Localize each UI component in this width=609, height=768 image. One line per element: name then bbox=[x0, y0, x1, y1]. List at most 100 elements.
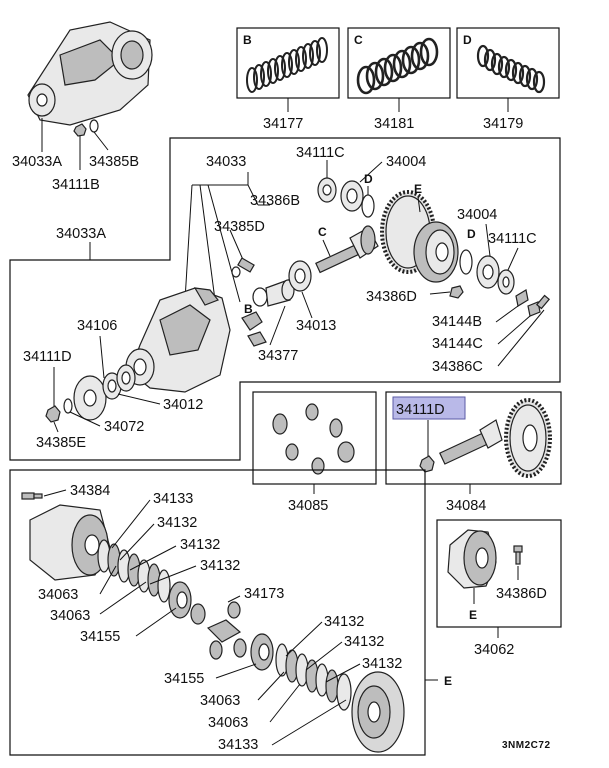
bolt-34386c-icon bbox=[535, 294, 551, 310]
part-label-34084[interactable]: 34084 bbox=[446, 498, 486, 514]
part-label-34385e[interactable]: 34385E bbox=[36, 435, 86, 451]
part-label-34111c-top[interactable]: 34111C bbox=[296, 145, 345, 161]
clip-b-icon bbox=[241, 311, 267, 347]
part-label-34132-f[interactable]: 34132 bbox=[362, 656, 402, 672]
part-label-34033[interactable]: 34033 bbox=[206, 154, 246, 170]
spring-b-icon bbox=[246, 37, 328, 93]
part-label-34386d-box[interactable]: 34386D bbox=[496, 586, 547, 602]
shim-d-right-icon bbox=[459, 249, 473, 275]
part-label-34033a-side[interactable]: 34033A bbox=[56, 226, 106, 242]
part-label-34033a-top[interactable]: 34033A bbox=[12, 154, 62, 170]
part-label-34063-b[interactable]: 34063 bbox=[50, 608, 90, 624]
part-label-34377[interactable]: 34377 bbox=[258, 348, 298, 364]
pinion-gears-icon bbox=[272, 403, 355, 475]
letter-d-right-label: D bbox=[467, 227, 476, 241]
diff-case-box bbox=[436, 519, 562, 628]
letter-e-top-label: E bbox=[414, 182, 422, 196]
part-label-34072[interactable]: 34072 bbox=[104, 419, 144, 435]
part-label-34181[interactable]: 34181 bbox=[374, 116, 414, 132]
part-label-34132-e[interactable]: 34132 bbox=[344, 634, 384, 650]
pinion-gear-icon bbox=[315, 225, 379, 274]
spring-d-icon bbox=[476, 44, 546, 94]
nut-34111b-icon bbox=[73, 123, 87, 137]
part-label-34386d-mid[interactable]: 34386D bbox=[366, 289, 417, 305]
nut-34111d-left-icon bbox=[45, 405, 61, 423]
part-label-34004-top[interactable]: 34004 bbox=[386, 154, 426, 170]
part-label-34179[interactable]: 34179 bbox=[483, 116, 523, 132]
part-label-34386b[interactable]: 34386B bbox=[250, 193, 300, 209]
part-label-34173[interactable]: 34173 bbox=[244, 586, 284, 602]
bearing-34111c-right-icon bbox=[497, 269, 515, 295]
spider-gears-icon bbox=[190, 601, 247, 660]
carrier-assembly-icon bbox=[27, 21, 153, 126]
spring-box-b[interactable]: B bbox=[236, 27, 340, 99]
washer-34072-icon bbox=[63, 398, 73, 414]
bolt-34386d-box-icon bbox=[513, 545, 523, 565]
carrier-housing-icon bbox=[125, 287, 231, 393]
lsd-assembly-frame bbox=[9, 469, 426, 756]
pressure-ring-34155-a-icon bbox=[168, 581, 192, 619]
part-label-34111c-right[interactable]: 34111C bbox=[488, 231, 537, 247]
washer-34385b-icon bbox=[89, 119, 99, 133]
part-label-34144c[interactable]: 34144C bbox=[432, 336, 483, 352]
part-label-34132-c[interactable]: 34132 bbox=[200, 558, 240, 574]
part-label-34062[interactable]: 34062 bbox=[474, 642, 514, 658]
bearing-34004-right-icon bbox=[476, 255, 500, 289]
part-label-34106[interactable]: 34106 bbox=[77, 318, 117, 334]
part-label-34013[interactable]: 34013 bbox=[296, 318, 336, 334]
part-label-34063-d[interactable]: 34063 bbox=[208, 715, 248, 731]
bolt-34386b-icon bbox=[231, 257, 255, 278]
letter-e-box-label: E bbox=[469, 608, 477, 622]
spring-box-c[interactable]: C bbox=[347, 27, 451, 99]
pressure-ring-34155-b-icon bbox=[250, 633, 274, 671]
companion-flange-34106-icon bbox=[73, 375, 107, 421]
part-label-34144b[interactable]: 34144B bbox=[432, 314, 482, 330]
oil-seal-34012-icon bbox=[102, 364, 136, 400]
bolt-34384-icon bbox=[21, 492, 43, 500]
part-label-34155-b[interactable]: 34155 bbox=[164, 671, 204, 687]
bearing-34013-icon bbox=[288, 260, 312, 292]
part-label-34063-a[interactable]: 34063 bbox=[38, 587, 78, 603]
bearing-34004-top-icon bbox=[340, 180, 364, 212]
bolt-34386d-mid-icon bbox=[449, 285, 464, 299]
letter-e-bottom-label: E bbox=[444, 674, 452, 688]
lock-plate-34144b-icon bbox=[515, 289, 529, 307]
part-label-34155-a[interactable]: 34155 bbox=[80, 629, 120, 645]
part-label-34111b[interactable]: 34111B bbox=[52, 177, 100, 193]
part-label-34063-c[interactable]: 34063 bbox=[200, 693, 240, 709]
letter-d-top-label: D bbox=[364, 172, 373, 186]
part-label-34132-b[interactable]: 34132 bbox=[180, 537, 220, 553]
ring-pinion-icon bbox=[439, 398, 552, 478]
main-assembly-frame bbox=[9, 137, 561, 461]
sleeve-34377-icon bbox=[252, 279, 295, 307]
ring-pinion-box bbox=[385, 391, 562, 485]
diff-case-icon bbox=[413, 221, 459, 283]
part-label-34386c[interactable]: 34386C bbox=[432, 359, 483, 375]
part-label-34133-a[interactable]: 34133 bbox=[153, 491, 193, 507]
highlight-34111d[interactable] bbox=[392, 396, 466, 420]
diagram-code: 3NM2C72 bbox=[502, 740, 551, 751]
part-label-34111d-highlighted[interactable]: 34111D bbox=[396, 402, 445, 418]
part-label-34004-right[interactable]: 34004 bbox=[457, 207, 497, 223]
box-letter-c: C bbox=[354, 33, 363, 47]
letter-c-label: C bbox=[318, 225, 327, 239]
spring-c-icon bbox=[356, 37, 439, 95]
lsd-case-left-icon bbox=[29, 504, 111, 581]
part-label-34132-d[interactable]: 34132 bbox=[324, 614, 364, 630]
part-label-34385b[interactable]: 34385B bbox=[89, 154, 139, 170]
part-label-34085[interactable]: 34085 bbox=[288, 498, 328, 514]
part-label-34384[interactable]: 34384 bbox=[70, 483, 110, 499]
part-label-34177[interactable]: 34177 bbox=[263, 116, 303, 132]
box-letter-b: B bbox=[243, 33, 252, 47]
diff-case-34062-icon bbox=[447, 529, 497, 589]
part-label-34132-a[interactable]: 34132 bbox=[157, 515, 197, 531]
part-label-34385d[interactable]: 34385D bbox=[214, 219, 265, 235]
part-label-34111d-left[interactable]: 34111D bbox=[23, 349, 72, 365]
part-label-34133-b[interactable]: 34133 bbox=[218, 737, 258, 753]
bearing-34111c-top-icon bbox=[317, 177, 337, 203]
spring-box-d[interactable]: D bbox=[456, 27, 560, 99]
shim-d-top-icon bbox=[361, 194, 375, 218]
part-label-34012[interactable]: 34012 bbox=[163, 397, 203, 413]
box-letter-d: D bbox=[463, 33, 472, 47]
